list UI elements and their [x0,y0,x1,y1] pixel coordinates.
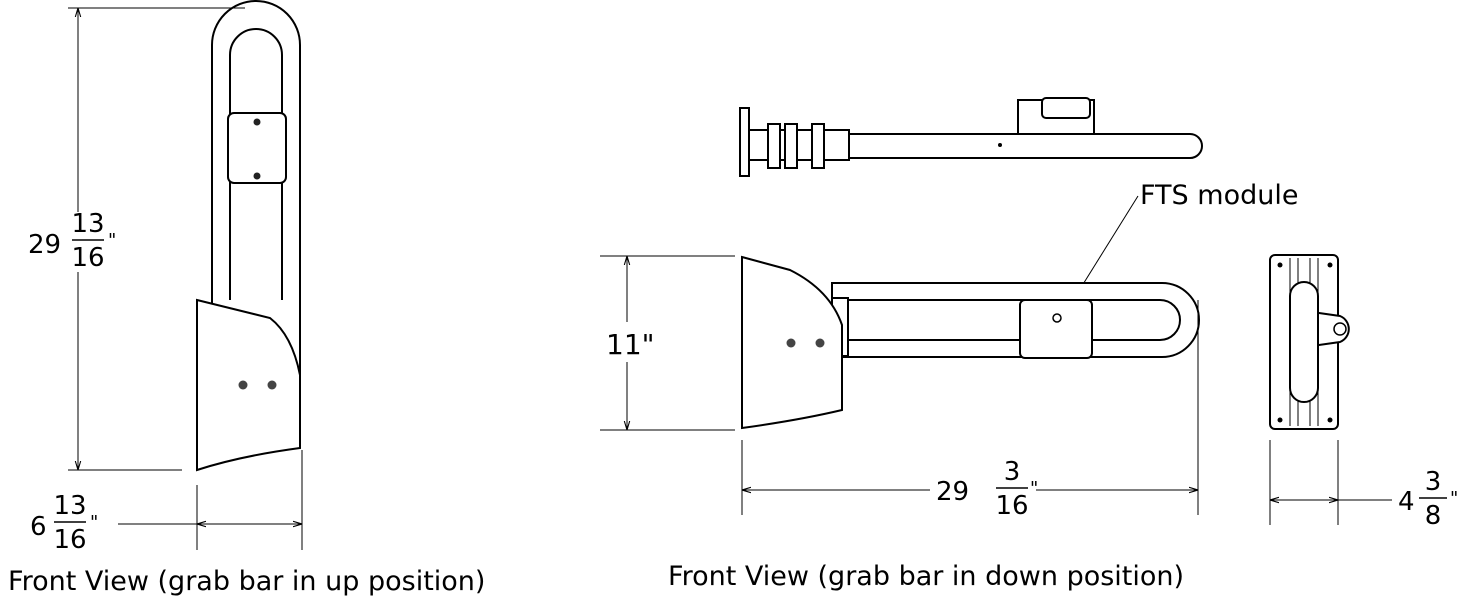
down-length-den: 16 [995,491,1028,521]
side-width-den: 8 [1425,501,1442,531]
up-height-num: 13 [71,209,104,239]
down-length-whole: 29 [936,477,969,507]
up-depth-num: 13 [53,491,86,521]
caption-down: Front View (grab bar in down position) [668,561,1184,592]
down-position-view: 11" 29 3 16 " Front View (grab bar in do… [600,255,1200,592]
side-width-unit: " [1450,488,1458,509]
up-height-den: 16 [71,243,104,273]
fts-module-up [227,112,287,184]
fts-module-callout: FTS module [1140,180,1298,211]
up-height-whole: 29 [28,230,61,260]
side-width-whole: 4 [1398,487,1415,517]
grab-bar-end [1289,281,1319,403]
side-width-num: 3 [1425,467,1442,497]
up-depth-unit: " [90,512,98,533]
up-depth-den: 16 [53,525,86,555]
top-view [739,97,1203,177]
grab-bar-horizontal-inner [848,299,1181,341]
side-view: 4 3 8 " [1269,254,1458,531]
up-depth-whole: 6 [30,512,47,542]
caption-up: Front View (grab bar in up position) [8,566,485,597]
up-height-unit: " [108,230,116,251]
wall-bracket-up [196,298,301,472]
up-position-view: 29 13 16 " 6 13 16 " Front View (grab ba… [8,0,485,597]
down-height-dim: 11" [606,328,655,361]
down-length-unit: " [1030,478,1038,499]
down-length-num: 3 [1004,457,1021,487]
fts-module-down [1019,299,1093,359]
